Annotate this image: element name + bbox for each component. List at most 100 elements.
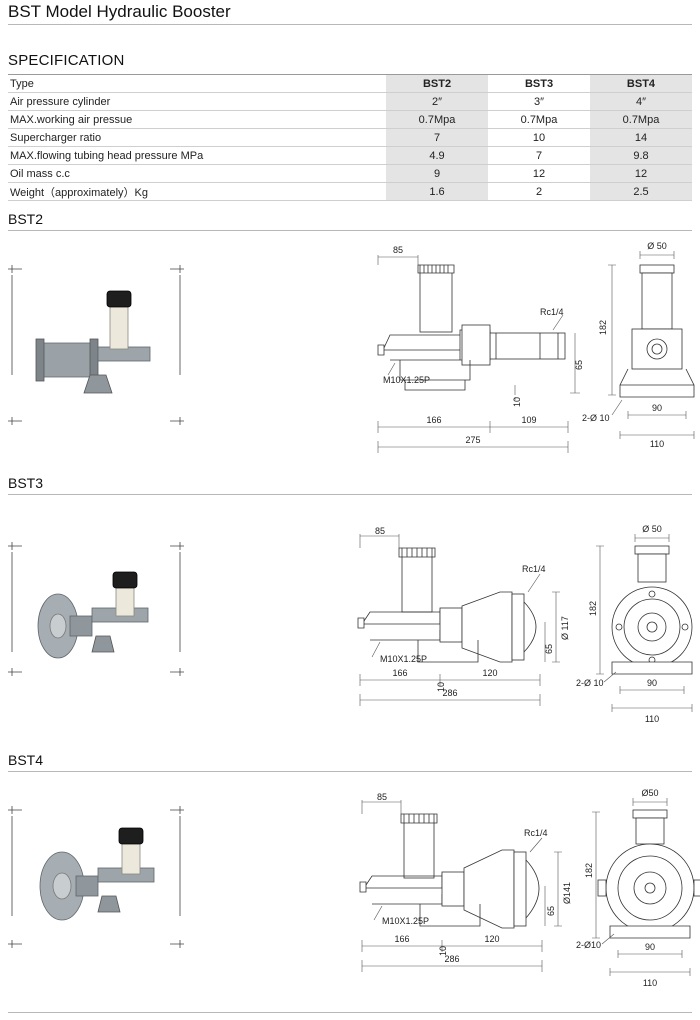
spec-cell-bst4: 12: [589, 164, 692, 183]
dim-side-182: 182: [598, 320, 608, 335]
spec-cell-bst3: 12: [488, 164, 590, 183]
spec-heading: SPECIFICATION: [8, 52, 125, 69]
dim-port: Rc1/4: [524, 828, 548, 838]
spec-label: MAX.working air pressue: [8, 110, 387, 129]
dim-outer-110: 110: [650, 439, 664, 449]
dim-side-182: 182: [584, 863, 594, 878]
title-divider: [8, 24, 692, 25]
bst2-front-view: [377, 255, 580, 453]
spec-cell-bst4: BST4: [589, 74, 692, 93]
spec-cell-bst3: 2: [488, 182, 590, 201]
dim-port: Rc1/4: [522, 564, 546, 574]
dim-side-182: 182: [588, 601, 598, 616]
spec-cell-bst2: 4.9: [386, 146, 489, 165]
bst3-product-photo: [37, 571, 149, 659]
spec-cell-bst4: 0.7Mpa: [589, 110, 692, 129]
dim-holes: 2-Ø 10: [582, 413, 610, 423]
spec-cell-bst2: 1.6: [386, 182, 489, 201]
section-bst3-label: BST3: [8, 475, 44, 491]
dim-base-10: 10: [436, 682, 446, 692]
spec-table: Type BST2 BST3 BST4 Air pressure cylinde…: [8, 74, 692, 201]
spec-label: Supercharger ratio: [8, 128, 387, 147]
section-divider: [8, 771, 692, 772]
bottom-divider: [8, 1012, 692, 1013]
section-bst4-label: BST4: [8, 752, 44, 768]
spec-cell-bst3: 3″: [488, 92, 590, 111]
spec-label: Weight（approximately）Kg: [8, 182, 387, 201]
bst3-front-view: [357, 534, 560, 706]
dim-height-65: 65: [574, 360, 584, 370]
section-divider: [8, 230, 692, 231]
dim-inner-90: 90: [652, 403, 662, 413]
dim-flange: Ø141: [562, 882, 572, 904]
dim-flange: Ø 117: [560, 616, 570, 640]
spec-row-weight: Weight（approximately）Kg 1.6 2 2.5: [8, 182, 692, 201]
bst4-product-photo: [39, 827, 155, 921]
bst3-section: 85 Rc1/4 M10X1.25P 65 Ø 117 10 166 120 2…: [0, 512, 700, 752]
photo-frame-marks: [8, 542, 184, 676]
spec-row-oil-mass: Oil mass c.c 9 12 12: [8, 164, 692, 183]
bst2-dimension-labels: 85 Rc1/4 M10X1.25P 65 10 166 109 275 Ø 5…: [383, 241, 667, 449]
dim-thread: M10X1.25P: [383, 375, 430, 385]
dim-total: 275: [465, 435, 480, 445]
spec-label: Oil mass c.c: [8, 164, 387, 183]
bst2-side-view: [608, 251, 695, 439]
spec-cell-bst2: 7: [386, 128, 489, 147]
dim-holes: 2-Ø 10: [576, 678, 604, 688]
dim-dia-50: Ø 50: [647, 241, 667, 251]
photo-frame-marks: [8, 806, 184, 948]
spec-cell-bst3: 7: [488, 146, 590, 165]
spec-row-air-cylinder: Air pressure cylinder 2″ 3″ 4″: [8, 92, 692, 111]
dim-inner-90: 90: [645, 942, 655, 952]
dim-total: 286: [442, 688, 457, 698]
spec-cell-bst2: 0.7Mpa: [386, 110, 489, 129]
bst3-dimension-labels: 85 Rc1/4 M10X1.25P 65 Ø 117 10 166 120 2…: [375, 524, 662, 724]
spec-cell-bst3: 0.7Mpa: [488, 110, 590, 129]
spec-label: Type: [8, 74, 387, 93]
dim-thread: M10X1.25P: [380, 654, 427, 664]
spec-cell-bst4: 14: [589, 128, 692, 147]
bst4-side-view: [592, 798, 700, 976]
spec-row-head-pressure: MAX.flowing tubing head pressure MPa 4.9…: [8, 146, 692, 165]
dim-inner-90: 90: [647, 678, 657, 688]
dim-left-166: 166: [392, 668, 407, 678]
spec-cell-bst2: 9: [386, 164, 489, 183]
bst4-front-view: [359, 800, 562, 972]
dim-dia-50: Ø 50: [642, 524, 662, 534]
dim-base-10: 10: [438, 946, 448, 956]
section-bst2-label: BST2: [8, 211, 44, 227]
section-divider: [8, 494, 692, 495]
dim-dia-50: Ø50: [641, 788, 658, 798]
spec-cell-bst2: 2″: [386, 92, 489, 111]
dim-top-85: 85: [375, 526, 385, 536]
dim-height-65: 65: [546, 906, 556, 916]
dim-left-166: 166: [394, 934, 409, 944]
dim-base-10: 10: [512, 397, 522, 407]
spec-cell-bst3: BST3: [488, 74, 590, 93]
spec-cell-bst4: 9.8: [589, 146, 692, 165]
photo-frame-marks: [8, 265, 184, 425]
spec-label: MAX.flowing tubing head pressure MPa: [8, 146, 387, 165]
dim-total: 286: [444, 954, 459, 964]
dim-right: 120: [484, 934, 499, 944]
bst3-side-view: [596, 534, 693, 712]
dim-height-65: 65: [544, 644, 554, 654]
dim-outer-110: 110: [645, 714, 659, 724]
bst4-section: 85 Rc1/4 M10X1.25P 65 Ø141 10 166 120 28…: [0, 776, 700, 1016]
bst2-section: 85 Rc1/4 M10X1.25P 65 10 166 109 275 Ø 5…: [0, 235, 700, 475]
page-title: BST Model Hydraulic Booster: [8, 2, 231, 21]
dim-left-166: 166: [426, 415, 441, 425]
spec-cell-bst3: 10: [488, 128, 590, 147]
spec-cell-bst2: BST2: [386, 74, 489, 93]
dim-right: 109: [521, 415, 536, 425]
spec-row-type: Type BST2 BST3 BST4: [8, 74, 692, 93]
spec-cell-bst4: 4″: [589, 92, 692, 111]
spec-row-max-air-pressure: MAX.working air pressue 0.7Mpa 0.7Mpa 0.…: [8, 110, 692, 129]
spec-label: Air pressure cylinder: [8, 92, 387, 111]
spec-row-ratio: Supercharger ratio 7 10 14: [8, 128, 692, 147]
bst2-product-photo: [35, 290, 151, 394]
dim-outer-110: 110: [643, 978, 657, 988]
spec-cell-bst4: 2.5: [589, 182, 692, 201]
dim-top-85: 85: [393, 245, 403, 255]
dim-thread: M10X1.25P: [382, 916, 429, 926]
